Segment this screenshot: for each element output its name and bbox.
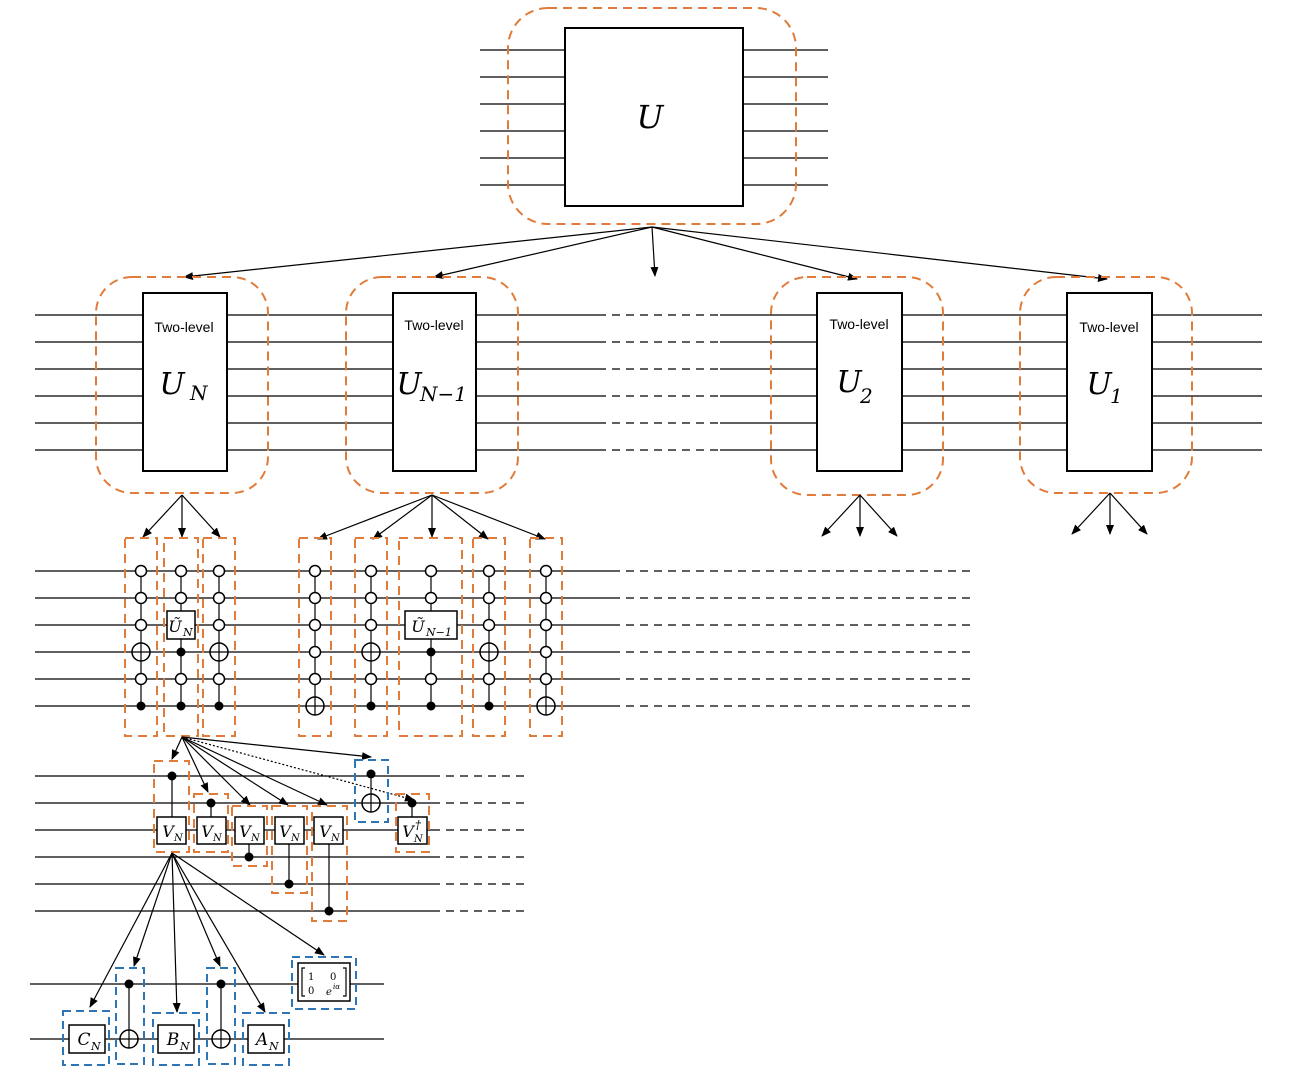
block-1-subscript: 1	[1110, 384, 1123, 408]
top-unitary: U	[480, 7, 828, 225]
svg-text:Ũ: Ũ	[168, 616, 182, 636]
two-level-block-n: Two-level U N	[95, 276, 269, 494]
top-unitary-box	[564, 27, 744, 207]
block-n1-symbol: U	[396, 367, 423, 402]
block-2-title: Two-level	[829, 316, 888, 332]
block-n-box	[142, 292, 228, 472]
u-tilde-n-minus-1-gate	[404, 610, 458, 640]
level3-arrows	[89, 852, 325, 1013]
block-1-box	[1066, 292, 1153, 472]
top-unitary-label: U	[637, 98, 665, 136]
svg-text:0: 0	[330, 972, 336, 983]
svg-text:1: 1	[308, 972, 314, 983]
svg-text:V: V	[201, 822, 214, 841]
top-group-frame	[507, 7, 797, 225]
level3-wires	[35, 775, 527, 912]
svg-text:N−1: N−1	[425, 626, 452, 639]
u-tilde-n-gate	[166, 610, 196, 640]
svg-text:iα: iα	[333, 983, 340, 991]
level1-arrows	[142, 492, 1148, 540]
svg-text:N: N	[250, 833, 261, 844]
block-1-title: Two-level	[1079, 319, 1138, 335]
block-2-box	[816, 292, 903, 472]
two-level-block-n-minus-1: Two-level U N−1	[345, 276, 519, 494]
level2-gates: Ũ N Ũ	[124, 537, 563, 737]
svg-text:N: N	[90, 1040, 101, 1053]
svg-text:N: N	[413, 834, 424, 845]
svg-text:C: C	[77, 1030, 90, 1050]
block-2-subscript: 2	[859, 384, 873, 408]
svg-text:V: V	[319, 822, 332, 841]
two-level-block-1: Two-level U 1	[1019, 276, 1193, 494]
svg-text:N: N	[179, 1040, 190, 1053]
svg-text:V: V	[162, 822, 175, 841]
svg-text:N: N	[182, 626, 193, 639]
svg-text:N: N	[290, 833, 301, 844]
svg-text:A: A	[254, 1030, 268, 1050]
level2-wires	[35, 570, 975, 707]
svg-text:Ũ: Ũ	[411, 616, 425, 636]
block-n-symbol: U	[159, 367, 186, 402]
svg-text:e: e	[326, 987, 332, 998]
block-n-subscript: N	[189, 381, 209, 405]
svg-text:V: V	[279, 822, 292, 841]
block-2-symbol: U	[836, 365, 863, 400]
svg-text:N: N	[173, 833, 184, 844]
level2-arrows	[171, 736, 415, 806]
level1-wires	[35, 314, 1262, 451]
block-n1-title: Two-level	[404, 317, 463, 333]
level4-gates: C N B N A N 1 0 0 e iα	[62, 956, 357, 1066]
top-arrows	[183, 226, 1108, 282]
block-n-title: Two-level	[154, 319, 213, 335]
block-n1-subscript: N−1	[419, 382, 467, 406]
svg-text:†: †	[415, 818, 422, 832]
block-n1-box	[392, 292, 477, 472]
svg-text:0: 0	[308, 986, 314, 997]
two-level-block-2: Two-level U 2	[770, 276, 944, 496]
block-n-frame	[95, 276, 269, 494]
svg-text:N: N	[330, 833, 341, 844]
svg-text:B: B	[166, 1030, 180, 1050]
block-1-frame	[1019, 276, 1193, 494]
svg-text:N: N	[268, 1040, 279, 1053]
block-n1-frame	[345, 276, 519, 494]
svg-text:V: V	[402, 822, 415, 841]
block-2-frame	[770, 276, 944, 496]
svg-text:V: V	[239, 822, 252, 841]
top-wires	[480, 49, 828, 186]
level3-gates: V N V N V N V N V N	[153, 759, 430, 922]
block-1-symbol: U	[1086, 367, 1113, 402]
svg-text:N: N	[212, 833, 223, 844]
